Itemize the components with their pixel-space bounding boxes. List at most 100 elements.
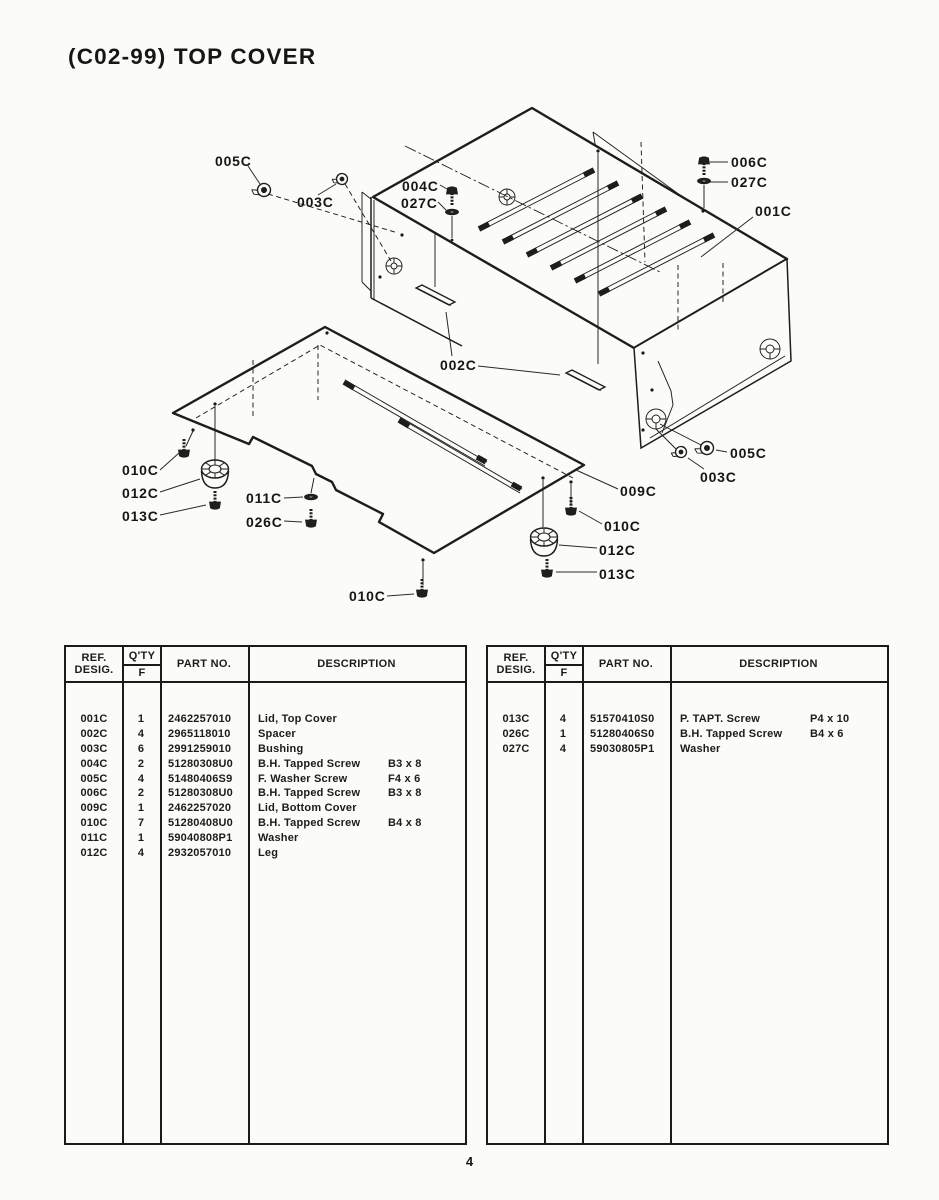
washer-027c bbox=[697, 177, 711, 185]
column-divider bbox=[248, 647, 250, 1143]
header-qty-sub: F bbox=[138, 667, 146, 680]
leader-line bbox=[477, 365, 561, 376]
cell-qty: 4 bbox=[137, 846, 145, 859]
leader-line bbox=[159, 478, 201, 493]
leg-012c bbox=[529, 527, 559, 557]
screw-006c bbox=[697, 155, 711, 177]
description-text: B.H. Tapped Screw bbox=[258, 787, 361, 800]
qty-divider bbox=[546, 664, 582, 666]
description-text: B.H. Tapped Screw bbox=[258, 816, 361, 829]
size-spec: B4 x 8 bbox=[388, 816, 422, 829]
header-ref-line2: DESIG. bbox=[496, 664, 536, 676]
page-number: 4 bbox=[465, 1154, 474, 1169]
callout-label: 003C bbox=[297, 194, 334, 210]
leader-line bbox=[575, 469, 619, 490]
cell-ref: 004C bbox=[80, 757, 108, 770]
column-divider bbox=[544, 647, 546, 1143]
header-ref-line1: REF. bbox=[503, 651, 529, 664]
column-header-qty: Q'TY F bbox=[124, 647, 160, 681]
column-header-ref: REF. DESIG. bbox=[66, 647, 122, 681]
header-ref-line2: DESIG. bbox=[74, 664, 114, 676]
cell-part: 2462257020 bbox=[168, 802, 232, 815]
cell-desc: B.H. Tapped Screw B4 x 8 bbox=[248, 817, 465, 829]
spacer-002c bbox=[415, 284, 456, 307]
leader-line bbox=[700, 216, 754, 258]
cell-ref: 005C bbox=[80, 772, 108, 785]
cell-part: 59040808P1 bbox=[168, 831, 233, 844]
description-text: B.H. Tapped Screw bbox=[258, 757, 361, 770]
cell-qty: 4 bbox=[559, 742, 567, 755]
description-text: F. Washer Screw bbox=[258, 772, 348, 785]
cell-ref: 026C bbox=[502, 728, 530, 741]
cell-part: 51280308U0 bbox=[168, 787, 234, 800]
cell-qty: 6 bbox=[137, 742, 145, 755]
cell-ref: 009C bbox=[80, 802, 108, 815]
cell-part: 2965118010 bbox=[168, 728, 231, 741]
size-spec: F4 x 6 bbox=[388, 772, 421, 785]
header-qty: Q'TY bbox=[128, 649, 156, 662]
callout-label: 012C bbox=[599, 542, 636, 558]
top-cover-lid bbox=[361, 106, 792, 450]
callout-label: 010C bbox=[604, 518, 641, 534]
vent-slots bbox=[477, 167, 716, 297]
cell-qty: 2 bbox=[137, 787, 145, 800]
screw-013c bbox=[208, 489, 222, 511]
cell-qty: 4 bbox=[559, 713, 567, 726]
cell-part: 2991259010 bbox=[168, 742, 232, 755]
header-ref-line1: REF. bbox=[81, 651, 107, 664]
cell-qty: 1 bbox=[137, 802, 145, 815]
description-text: P. TAPT. Screw bbox=[680, 713, 761, 726]
callout-label: 003C bbox=[700, 469, 737, 485]
description-text: Lid, Top Cover bbox=[258, 713, 337, 726]
plate-vent-slots bbox=[342, 379, 523, 494]
cell-part: 51280406S0 bbox=[590, 728, 655, 741]
callout-label: 005C bbox=[730, 445, 767, 461]
cell-qty: 4 bbox=[137, 728, 145, 741]
cell-part: 51280308U0 bbox=[168, 757, 234, 770]
cell-desc: Washer bbox=[670, 743, 887, 755]
top-cover-fasteners bbox=[250, 155, 717, 462]
leader-line bbox=[159, 452, 180, 471]
cell-part: 2932057010 bbox=[168, 846, 232, 859]
front-flange bbox=[361, 191, 463, 347]
callout-label: 011C bbox=[246, 490, 282, 506]
leader-line bbox=[283, 496, 304, 499]
page-title: (C02-99) TOP COVER bbox=[68, 44, 317, 69]
exploded-parts-diagram: 005C003C004C027C006C027C001C002C010C012C… bbox=[122, 106, 792, 604]
cell-qty: 7 bbox=[137, 816, 145, 829]
cell-qty: 4 bbox=[137, 772, 145, 785]
leader-line bbox=[247, 165, 261, 185]
table-header: REF. DESIG. Q'TY F PART NO. DESCRIPTION bbox=[66, 647, 465, 683]
leader-line bbox=[439, 184, 448, 190]
cell-desc: Lid, Top Cover bbox=[248, 713, 465, 725]
flange-grommet bbox=[385, 257, 403, 275]
screw-026c bbox=[304, 507, 318, 529]
callout-label: 001C bbox=[755, 203, 792, 219]
qty-divider bbox=[124, 664, 160, 666]
parts-table-right: REF. DESIG. Q'TY F PART NO. DESCRIPTION … bbox=[486, 645, 889, 1145]
column-header-qty: Q'TY F bbox=[546, 647, 582, 681]
cell-qty: 2 bbox=[137, 757, 145, 770]
cell-ref: 013C bbox=[502, 713, 530, 726]
washer-027c bbox=[445, 208, 459, 216]
cell-ref: 001C bbox=[80, 713, 108, 726]
callout-layer: 005C003C004C027C006C027C001C002C010C012C… bbox=[122, 153, 792, 604]
cell-qty: 1 bbox=[137, 713, 145, 726]
leader-line bbox=[445, 311, 453, 357]
column-header-description: DESCRIPTION bbox=[739, 658, 818, 670]
size-spec: B3 x 8 bbox=[388, 787, 422, 800]
cell-desc: B.H. Tapped Screw B3 x 8 bbox=[248, 787, 465, 799]
